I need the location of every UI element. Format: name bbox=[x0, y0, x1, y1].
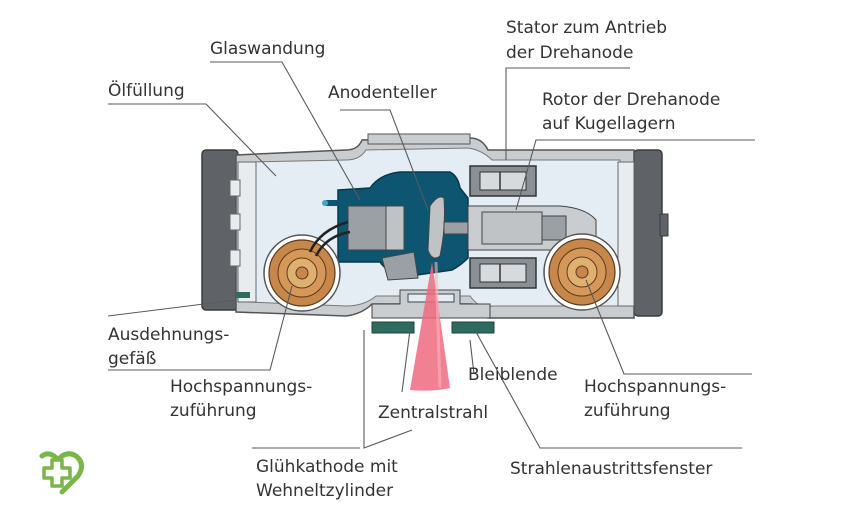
label-bleiblende: Bleiblende bbox=[468, 365, 558, 385]
label-gluehkathode-line1: Glühkathode mit bbox=[256, 457, 398, 477]
glass-tube bbox=[322, 171, 469, 281]
expansion-vessel-marker bbox=[236, 292, 250, 298]
wehnelt-cylinder bbox=[381, 251, 419, 281]
hv-connector-right bbox=[543, 233, 621, 311]
label-hochspannung-right-line1: Hochspannungs- bbox=[584, 377, 726, 397]
expansion-vessel-tab bbox=[229, 179, 241, 197]
exit-window-assembly bbox=[371, 261, 495, 391]
label-zentralstrahl: Zentralstrahl bbox=[378, 403, 488, 423]
expansion-vessel-tab bbox=[229, 213, 241, 231]
top-plate bbox=[367, 133, 471, 145]
label-strahlenaustritt: Strahlenaustrittsfenster bbox=[510, 459, 712, 479]
lead-blende-left bbox=[371, 321, 415, 334]
cathode-tab-end bbox=[322, 200, 328, 206]
label-ausdehnung-line2: gefäß bbox=[108, 349, 156, 369]
label-rotor-line2: auf Kugellagern bbox=[542, 114, 676, 134]
right-end-knob bbox=[659, 213, 669, 237]
label-gluehkathode-line2: Wehneltzylinder bbox=[256, 481, 393, 501]
rotor-bearing bbox=[541, 215, 567, 241]
hv-connector-left bbox=[263, 220, 351, 312]
rotor-shaft bbox=[443, 221, 469, 235]
stator-top-window bbox=[479, 171, 527, 191]
rotor-body bbox=[481, 211, 543, 245]
expansion-vessel bbox=[237, 161, 257, 303]
label-hochspannung-right-line2: zuführung bbox=[584, 401, 671, 421]
label-stator-line2: der Drehanode bbox=[506, 43, 633, 63]
label-hochspannung-left-line1: Hochspannungs- bbox=[170, 377, 312, 397]
labels: Glaswandung Stator zum Antrieb der Dreha… bbox=[108, 18, 726, 501]
heart-cross-logo-icon bbox=[39, 451, 84, 495]
stator-bottom-window bbox=[479, 263, 527, 283]
right-end-cap bbox=[633, 149, 663, 317]
label-hochspannung-left-line2: zuführung bbox=[170, 401, 257, 421]
label-rotor-line1: Rotor der Drehanode bbox=[542, 90, 720, 110]
expansion-vessel-tab bbox=[229, 249, 241, 267]
cathode-block bbox=[347, 205, 391, 251]
cathode-head bbox=[385, 205, 405, 251]
lead-blende-right bbox=[451, 321, 495, 334]
leader-lines bbox=[107, 61, 755, 449]
right-inner-panel bbox=[617, 161, 635, 307]
label-stator-line1: Stator zum Antrieb bbox=[506, 18, 667, 38]
label-anodenteller: Anodenteller bbox=[328, 83, 437, 103]
label-oelfuellung: Ölfüllung bbox=[108, 79, 185, 101]
label-glaswandung: Glaswandung bbox=[210, 39, 325, 59]
label-ausdehnung-line1: Ausdehnungs- bbox=[108, 325, 229, 345]
cathode-tab bbox=[326, 200, 340, 206]
